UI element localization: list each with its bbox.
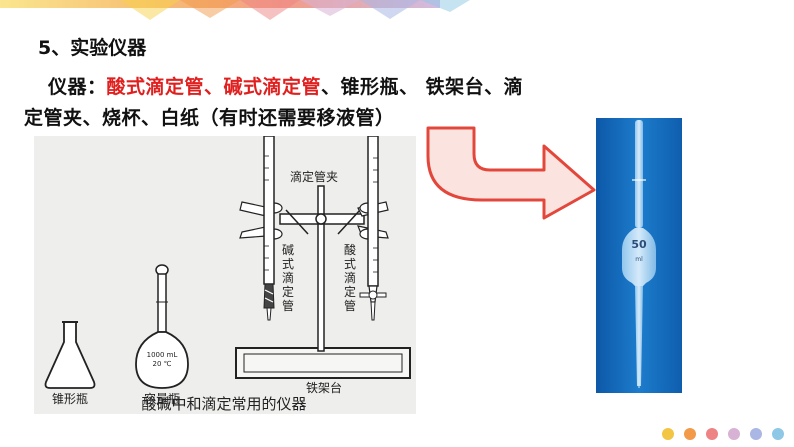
acid-buret-char3: 滴 [344, 270, 356, 285]
section-heading: 5、实验仪器 [38, 37, 147, 59]
base-buret-char1: 碱 [282, 243, 294, 257]
vol-flask-text2: 20 ℃ [153, 360, 172, 368]
vol-flask-label: 容量瓶 [144, 391, 180, 406]
vol-flask-text1: 1000 mL [147, 351, 178, 359]
intro-rest: 、锥形瓶、 铁架台、滴 [321, 76, 524, 98]
intro-line2: 定管夹、烧杯、白纸（有时还需要移液管） [24, 107, 395, 129]
intro-highlight: 酸式滴定管、碱式滴定管 [106, 76, 322, 98]
pipette-mark: 50 [631, 238, 647, 251]
acid-buret-char4: 定 [344, 284, 356, 299]
acid-buret-char5: 管 [344, 298, 356, 313]
stand-label: 铁架台 [306, 380, 342, 395]
intro-label: 仪器： [48, 76, 107, 98]
top-decoration [0, 0, 470, 20]
flask-label: 锥形瓶 [52, 392, 88, 406]
clamp-label: 滴定管夹 [290, 169, 338, 184]
pipette-unit: ml [635, 256, 643, 263]
base-buret-char3: 滴 [282, 270, 294, 285]
pipette-photo: 50 ml [596, 118, 682, 393]
acid-buret-char2: 式 [344, 257, 356, 271]
instrument-intro: 仪器：酸式滴定管、碱式滴定管、锥形瓶、 铁架台、滴 定管夹、烧杯、白纸（有时还需… [24, 72, 638, 134]
figure-caption: 酸碱中和滴定常用的仪器 [141, 395, 306, 413]
decor-dots [662, 428, 784, 440]
acid-buret-char1: 酸 [344, 242, 356, 257]
base-buret-char5: 管 [282, 298, 294, 313]
apparatus-figure: 滴定管夹 碱 式 滴 定 管 酸 式 滴 定 管 1000 mL 20 ℃ 铁架… [34, 136, 416, 414]
curved-arrow-icon [426, 126, 596, 220]
base-buret-char4: 定 [282, 284, 294, 299]
base-buret-char2: 式 [282, 257, 294, 271]
